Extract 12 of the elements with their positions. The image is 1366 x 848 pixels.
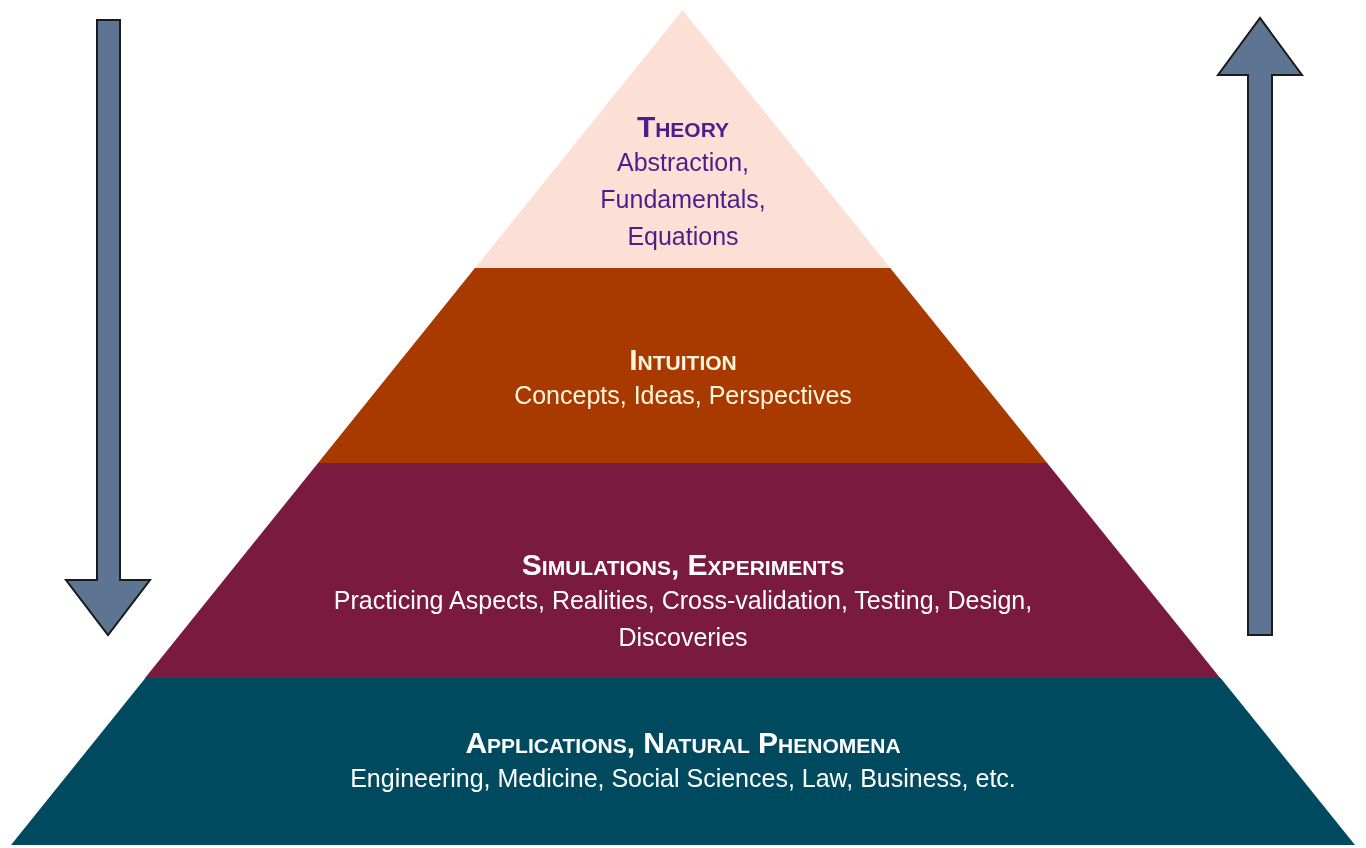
pyramid-top	[475, 10, 891, 268]
band-heading: Theory	[636, 110, 730, 144]
band-text: Engineering, Medicine, Social Sciences, Law, Business, etc.	[349, 763, 1017, 794]
pyramid-band	[318, 268, 1048, 463]
band-text: Practicing Aspects, Realities, Cross-validation, Testing, Design, Discoveries	[332, 585, 1034, 653]
band-heading: Intuition	[629, 343, 737, 377]
pyramid-band	[11, 678, 1355, 845]
band-text: Concepts, Ideas, Perspectives	[513, 380, 853, 411]
band-heading: Applications, Natural Phenomena	[465, 726, 901, 760]
pyramid-band	[145, 463, 1221, 678]
band-text: Abstraction, Fundamentals, Equations	[599, 147, 767, 252]
band-heading: Simulations, Experiments	[521, 548, 845, 582]
